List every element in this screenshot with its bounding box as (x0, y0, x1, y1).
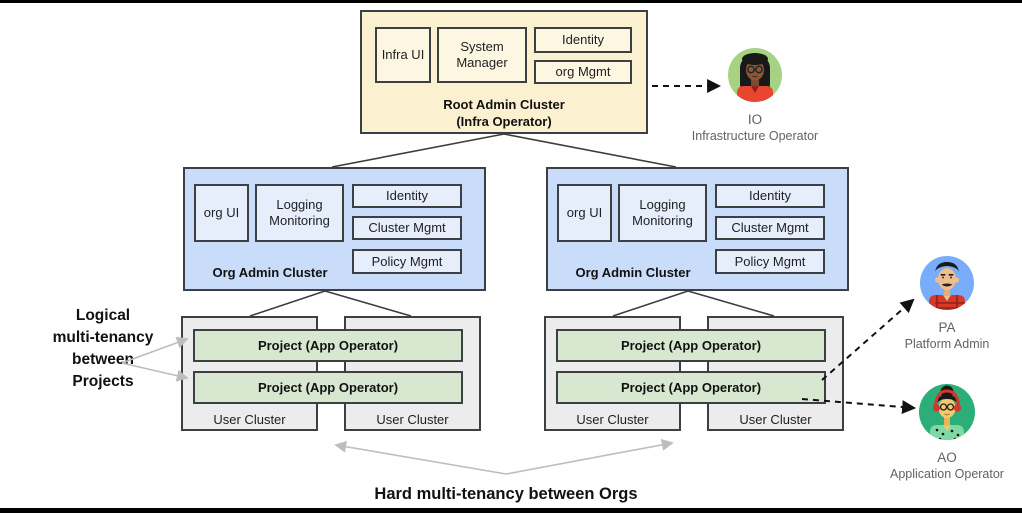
project-bar: Project (App Operator) (556, 329, 826, 362)
module-logging-monitoring: Logging Monitoring (618, 184, 707, 242)
project-bar: Project (App Operator) (556, 371, 826, 404)
org-cluster-label: Org Admin Cluster (212, 265, 328, 280)
module-infra-ui: Infra UI (375, 27, 431, 83)
module-cluster-mgmt: Cluster Mgmt (715, 216, 825, 240)
pa-avatar-icon (920, 256, 974, 310)
user-cluster-label: User Cluster (576, 412, 649, 427)
actor-pa: PA Platform Admin (862, 255, 1022, 351)
module-identity: Identity (715, 184, 825, 208)
connector-orgright-to-uc3 (612, 290, 689, 317)
module-identity: Identity (352, 184, 462, 208)
root-cluster-label: Root Admin Cluster (Infra Operator) (443, 97, 565, 129)
actor-io: IO Infrastructure Operator (670, 47, 840, 143)
actor-ao: AO Application Operator (862, 383, 1022, 481)
ao-avatar-icon (919, 384, 975, 440)
org-admin-cluster-right-box: org UI Logging Monitoring Identity Clust… (546, 167, 849, 291)
connector-orgleft-to-uc1 (249, 290, 326, 317)
bottom-border-bar (0, 508, 1022, 513)
user-cluster-label: User Cluster (739, 412, 812, 427)
module-policy-mgmt: Policy Mgmt (352, 249, 462, 274)
top-border-bar (0, 0, 1022, 3)
module-org-mgmt: org Mgmt (534, 60, 632, 84)
connector-orgright-to-uc4 (687, 290, 775, 317)
hard-multitenancy-label: Hard multi-tenancy between Orgs (374, 485, 638, 503)
connector-orgleft-to-uc2 (324, 290, 412, 317)
actor-abbr: PA (938, 320, 956, 335)
module-policy-mgmt: Policy Mgmt (715, 249, 825, 274)
logical-multitenancy-label: Logical multi-tenancy between Projects (52, 307, 154, 390)
user-cluster-label: User Cluster (213, 412, 286, 427)
user-cluster-label: User Cluster (376, 412, 449, 427)
connector-root-to-org-right (503, 133, 677, 168)
actor-name: Infrastructure Operator (691, 129, 819, 143)
root-admin-cluster-box: Infra UI System Manager Identity org Mgm… (360, 10, 648, 134)
module-org-ui: org UI (557, 184, 612, 242)
project-bar: Project (App Operator) (193, 329, 463, 362)
module-identity: Identity (534, 27, 632, 53)
io-avatar-icon (728, 48, 782, 102)
actor-abbr: AO (937, 450, 957, 465)
actor-name: Application Operator (890, 467, 1004, 481)
project-bar: Project (App Operator) (193, 371, 463, 404)
module-cluster-mgmt: Cluster Mgmt (352, 216, 462, 240)
module-logging-monitoring: Logging Monitoring (255, 184, 344, 242)
gray-arrow-hard-right (505, 438, 674, 475)
org-cluster-label: Org Admin Cluster (575, 265, 691, 280)
gray-arrow-hard-left (334, 440, 507, 475)
module-org-ui: org UI (194, 184, 249, 242)
module-system-manager: System Manager (437, 27, 527, 83)
org-admin-cluster-left-box: org UI Logging Monitoring Identity Clust… (183, 167, 486, 291)
actor-name: Platform Admin (904, 337, 990, 351)
connector-root-to-org-left (331, 133, 505, 168)
actor-abbr: IO (747, 112, 763, 127)
